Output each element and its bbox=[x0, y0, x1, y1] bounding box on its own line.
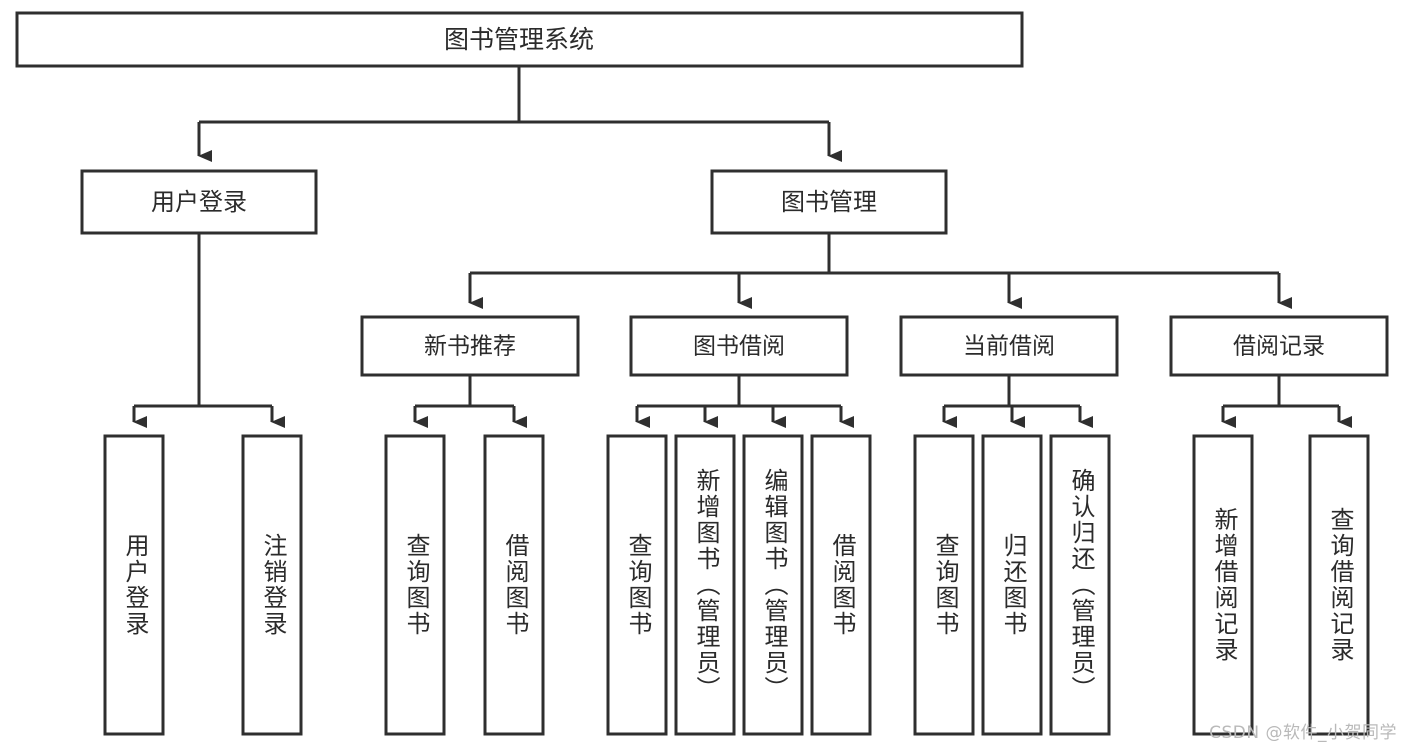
leaf-query-book-2-box[interactable] bbox=[606, 434, 668, 736]
leaf-borrow-book-1-box[interactable] bbox=[483, 434, 545, 736]
leaf-add-book[interactable]: 新增图书（管理员） bbox=[674, 434, 736, 736]
leaf-return-book-label: 归还图书 bbox=[999, 533, 1027, 637]
leaf-add-record-box[interactable] bbox=[1192, 434, 1254, 736]
leaf-user-login[interactable]: 用户登录 bbox=[103, 434, 165, 736]
leaf-borrow-book-2-box[interactable] bbox=[810, 434, 872, 736]
leaf-logout[interactable]: 注销登录 bbox=[241, 434, 303, 736]
leaf-query-book-3[interactable]: 查询图书 bbox=[913, 434, 975, 736]
node-user-login-label: 用户登录 bbox=[151, 188, 247, 216]
leaf-edit-book-label: 编辑图书（管理员） bbox=[760, 468, 788, 702]
node-root[interactable]: 图书管理系统 bbox=[15, 11, 1024, 68]
node-new-book-rec-label: 新书推荐 bbox=[424, 334, 516, 360]
leaf-add-book-box[interactable] bbox=[674, 434, 736, 736]
connector-layer bbox=[132, 66, 1352, 428]
leaf-add-record-label: 新增借阅记录 bbox=[1210, 507, 1238, 663]
node-current-borrow-label: 当前借阅 bbox=[963, 334, 1055, 360]
node-current-borrow[interactable]: 当前借阅 bbox=[899, 315, 1119, 377]
leaf-query-book-1-label: 查询图书 bbox=[402, 533, 430, 637]
leaf-add-book-label: 新增图书（管理员） bbox=[692, 468, 720, 702]
node-book-borrow-box[interactable] bbox=[629, 315, 849, 377]
leaf-logout-label: 注销登录 bbox=[259, 533, 287, 637]
node-borrow-record[interactable]: 借阅记录 bbox=[1169, 315, 1389, 377]
leaf-edit-book[interactable]: 编辑图书（管理员） bbox=[742, 434, 804, 736]
node-user-login-box[interactable] bbox=[80, 169, 318, 235]
node-book-borrow-label: 图书借阅 bbox=[693, 334, 785, 360]
leaf-confirm-return[interactable]: 确认归还（管理员） bbox=[1049, 434, 1111, 736]
leaf-add-record[interactable]: 新增借阅记录 bbox=[1192, 434, 1254, 736]
leaf-user-login-label: 用户登录 bbox=[121, 533, 149, 637]
leaf-query-book-1-box[interactable] bbox=[384, 434, 446, 736]
leaf-query-book-3-label: 查询图书 bbox=[931, 533, 959, 637]
node-root-label: 图书管理系统 bbox=[444, 25, 594, 54]
node-borrow-record-label: 借阅记录 bbox=[1233, 334, 1325, 360]
node-current-borrow-box[interactable] bbox=[899, 315, 1119, 377]
leaf-query-record-box[interactable] bbox=[1308, 434, 1370, 736]
leaf-borrow-book-1-label: 借阅图书 bbox=[501, 533, 529, 637]
node-new-book-rec-box[interactable] bbox=[360, 315, 580, 377]
node-book-manage-box[interactable] bbox=[710, 169, 948, 235]
leaf-query-book-2[interactable]: 查询图书 bbox=[606, 434, 668, 736]
leaf-confirm-return-label: 确认归还（管理员） bbox=[1067, 468, 1095, 702]
leaf-user-login-box[interactable] bbox=[103, 434, 165, 736]
node-book-borrow[interactable]: 图书借阅 bbox=[629, 315, 849, 377]
leaf-borrow-book-2[interactable]: 借阅图书 bbox=[810, 434, 872, 736]
leaf-confirm-return-box[interactable] bbox=[1049, 434, 1111, 736]
node-root-box[interactable] bbox=[15, 11, 1024, 68]
leaf-query-book-3-box[interactable] bbox=[913, 434, 975, 736]
node-book-manage[interactable]: 图书管理 bbox=[710, 169, 948, 235]
node-borrow-record-box[interactable] bbox=[1169, 315, 1389, 377]
leaf-edit-book-box[interactable] bbox=[742, 434, 804, 736]
leaf-query-record[interactable]: 查询借阅记录 bbox=[1308, 434, 1370, 736]
leaf-query-record-label: 查询借阅记录 bbox=[1326, 507, 1354, 663]
leaf-borrow-book-1[interactable]: 借阅图书 bbox=[483, 434, 545, 736]
watermark: CSDN @软件_小贺同学 bbox=[1209, 723, 1397, 743]
leaf-query-book-2-label: 查询图书 bbox=[624, 533, 652, 637]
leaf-return-book[interactable]: 归还图书 bbox=[981, 434, 1043, 736]
node-new-book-rec[interactable]: 新书推荐 bbox=[360, 315, 580, 377]
node-book-manage-label: 图书管理 bbox=[781, 188, 877, 216]
leaf-return-book-box[interactable] bbox=[981, 434, 1043, 736]
leaf-logout-box[interactable] bbox=[241, 434, 303, 736]
leaf-borrow-book-2-label: 借阅图书 bbox=[828, 533, 856, 637]
leaf-query-book-1[interactable]: 查询图书 bbox=[384, 434, 446, 736]
node-user-login[interactable]: 用户登录 bbox=[80, 169, 318, 235]
